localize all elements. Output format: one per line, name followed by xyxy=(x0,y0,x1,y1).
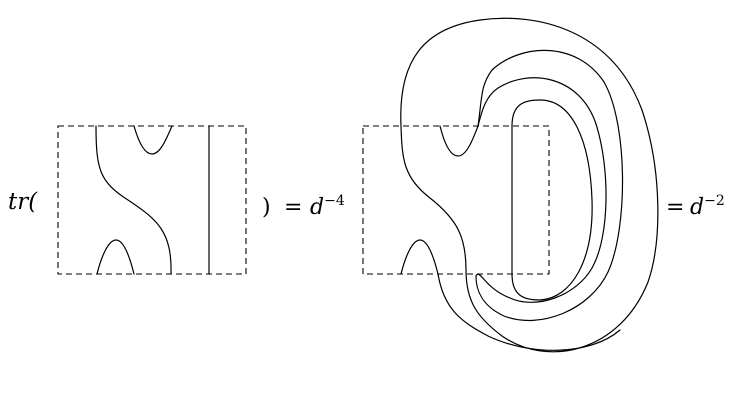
closure-strand-vertical xyxy=(511,99,593,301)
left-bottom-cap xyxy=(96,239,135,275)
equals-sign-1: = xyxy=(284,195,302,220)
closure-strand-middle xyxy=(439,49,624,321)
left-top-cup xyxy=(133,125,173,155)
right-dashed-box xyxy=(362,125,550,275)
trace-label: tr( xyxy=(8,189,38,215)
left-tangle-diagram xyxy=(57,125,247,275)
close-paren: ) xyxy=(262,195,271,220)
left-diagonal-strand xyxy=(95,125,172,275)
closure-strand-inner xyxy=(475,77,607,303)
closure-strand-bottom-left xyxy=(400,239,621,351)
equals-sign-2: = xyxy=(666,195,684,220)
closure-strand-outer xyxy=(400,17,659,353)
coefficient-d-minus-4: d−4 xyxy=(310,193,345,220)
left-dashed-box xyxy=(57,125,247,275)
coefficient-d-minus-2: d−2 xyxy=(690,193,725,220)
closed-tangle-diagram xyxy=(362,17,659,353)
